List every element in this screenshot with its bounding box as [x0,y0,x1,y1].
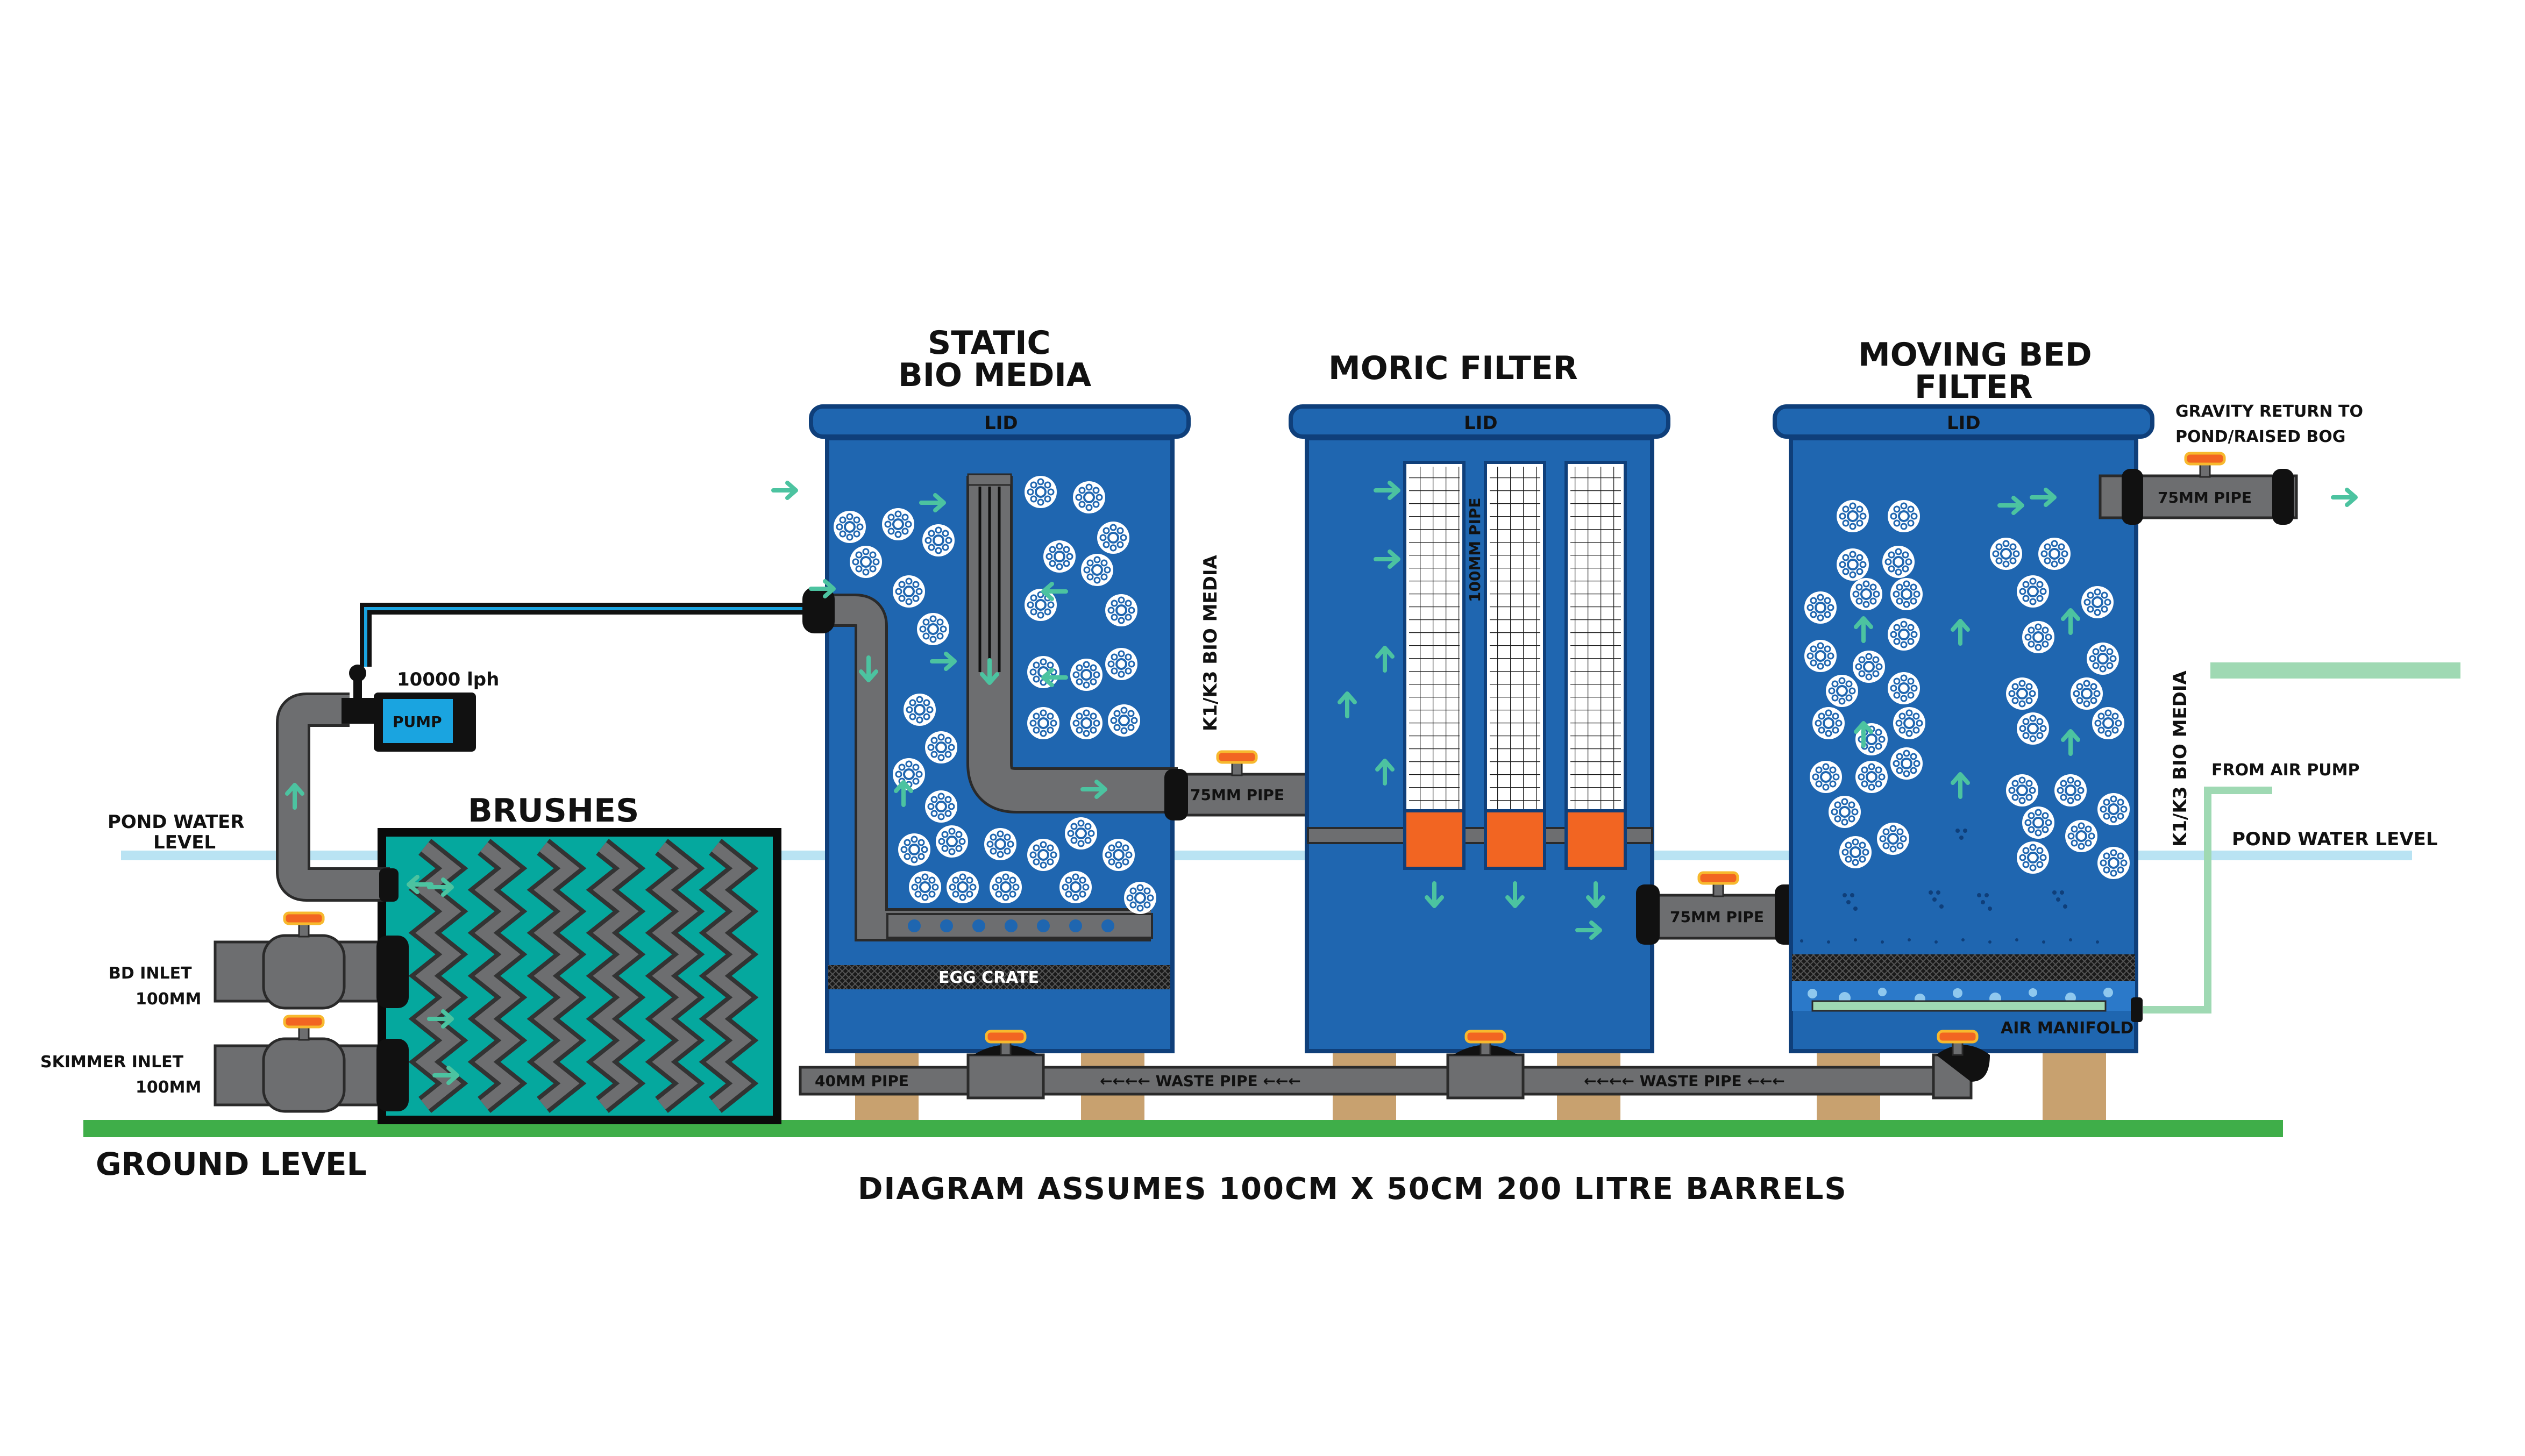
skimmer-inlet-pipe [214,1016,409,1113]
waste-pipe [799,1031,1990,1100]
pond-water-level-left-2: LEVEL [153,832,216,853]
static-bio-media-barrel [802,404,1191,1053]
moving-bed-filter-barrel [1773,404,2154,1053]
k1k3-left-label: K1/K3 BIO MEDIA [1200,554,1221,731]
ground-level-label: GROUND LEVEL [96,1146,367,1182]
moric-filter-barrel [1289,404,1670,1053]
moving-lid-label: LID [1947,412,1981,434]
gravity-return-pipe [2099,453,2356,525]
pipe-75-label-1: 75MM PIPE [1190,786,1284,804]
raised-bog-level [2210,662,2460,679]
bubble-icon [1800,829,2099,944]
brushes-chamber [378,828,781,1124]
waste-pipe-label-2: ←←←← WASTE PIPE ←←← [1584,1072,1785,1090]
pipe-75-label-2: 75MM PIPE [1670,908,1764,926]
static-title-line2: BIO MEDIA [898,356,1092,394]
moving-title-line2: FILTER [1915,368,2033,406]
pump-flow-rate: 10000 lph [397,669,499,690]
air-line [2143,787,2272,1014]
skimmer-inlet-label-2: 100MM [136,1078,201,1097]
flow-arrow-icon [773,483,796,498]
static-title-line1: STATIC [928,324,1051,362]
air-manifold-label: AIR MANIFOLD [2001,1019,2133,1038]
pump-riser-pipe [276,693,431,902]
diagram-footer: DIAGRAM ASSUMES 100CM X 50CM 200 LITRE B… [858,1172,1847,1207]
pump-icon [342,665,476,752]
pond-water-level-left-1: POND WATER [108,811,245,833]
gravity-return-line2: POND/RAISED BOG [2175,427,2345,446]
moric-lid-label: LID [1464,412,1498,434]
brushes-title: BRUSHES [468,792,639,830]
valve-icon [2186,453,2224,477]
moric-media-tubes [1403,461,1627,870]
gravity-return-line1: GRAVITY RETURN TO [2175,402,2363,421]
static-lid-label: LID [984,412,1018,434]
pump-label: PUMP [393,713,442,731]
moric-title: MORIC FILTER [1328,349,1578,387]
flow-arrow-icon [2333,490,2356,505]
moving-title-line1: MOVING BED [1858,336,2092,374]
air-manifold [1811,1000,2107,1012]
pump-hose [360,603,807,667]
valve-icon [1699,873,1738,896]
valve-icon [284,913,323,937]
valve-icon [1218,752,1256,775]
bd-inlet-pipe [214,913,409,1010]
pond-water-level-right: POND WATER LEVEL [2232,829,2438,850]
egg-crate-label: EGG CRATE [938,968,1039,987]
skimmer-inlet-label-1: SKIMMER INLET [40,1053,184,1072]
from-air-pump-label: FROM AIR PUMP [2211,761,2360,780]
waste-pipe-label-1: ←←←← WASTE PIPE ←←← [1100,1072,1301,1090]
bd-inlet-label-1: BD INLET [109,964,192,983]
pipe-100-label: 100MM PIPE [1466,497,1484,602]
k1k3-right-label: K1/K3 BIO MEDIA [2170,670,2191,847]
bd-inlet-label-2: 100MM [136,990,201,1009]
pipe-75-label-3: 75MM PIPE [2158,489,2252,506]
valve-icon [284,1016,323,1040]
pipe-40-label: 40MM PIPE [815,1072,909,1090]
